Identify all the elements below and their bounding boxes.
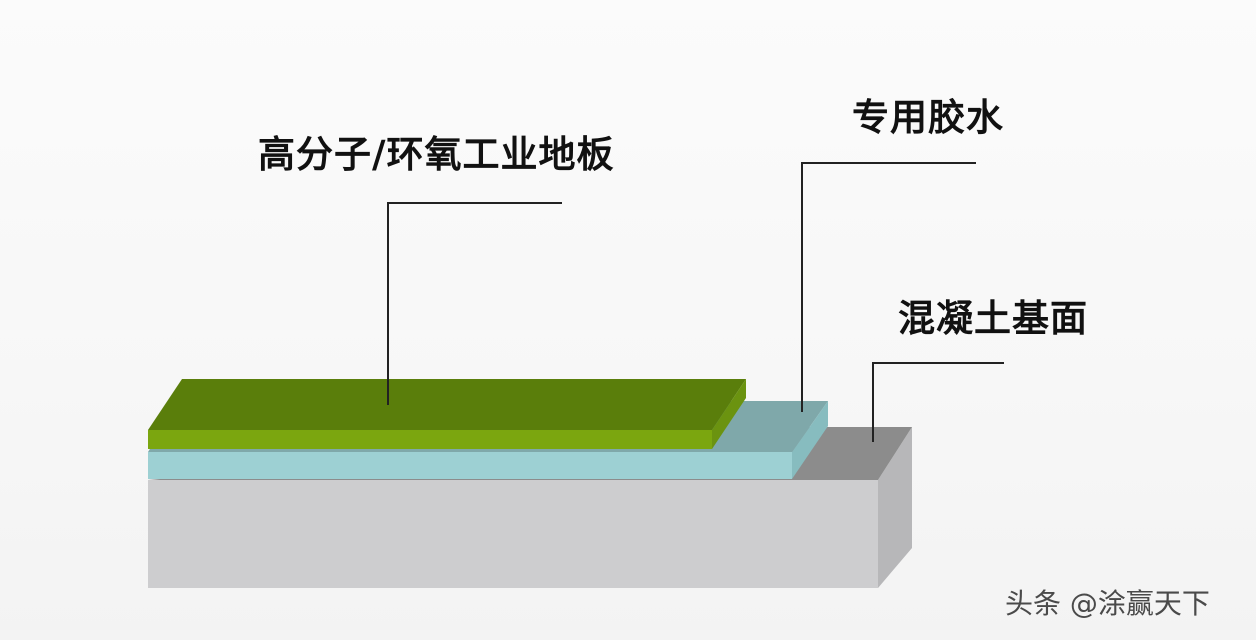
glue-layer-label: 专用胶水	[852, 96, 1004, 139]
watermark-text: 头条 @涂赢天下	[1005, 587, 1210, 620]
concrete-base-front	[148, 480, 878, 588]
concrete-base-label: 混凝土基面	[898, 297, 1088, 340]
leader-line-base	[872, 362, 1004, 442]
floor-layer-top	[148, 379, 746, 430]
floor-layer-front	[148, 430, 712, 449]
leader-line-floor	[387, 202, 562, 405]
floor-layer-label: 高分子/环氧工业地板	[258, 133, 615, 176]
floor-layer-side	[712, 379, 746, 449]
leader-line-glue	[801, 162, 976, 412]
glue-layer-front	[148, 452, 792, 479]
concrete-base-side	[878, 427, 912, 588]
glue-layer-side	[792, 401, 828, 479]
